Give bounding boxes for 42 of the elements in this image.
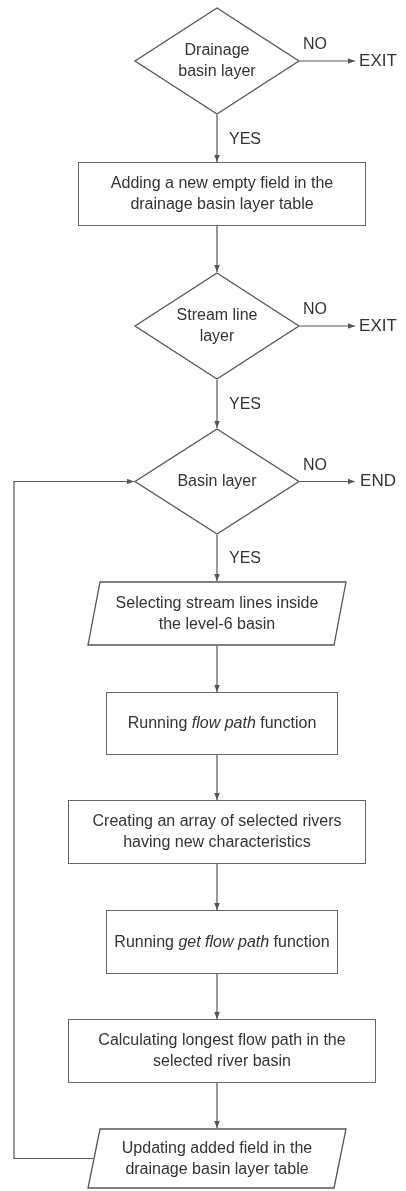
- node-label: Running get flow path function: [113, 931, 331, 952]
- node-label: Updating added field in the drainage basin layer table: [120, 1137, 314, 1179]
- process-box: [68, 1019, 376, 1083]
- arrow: [214, 754, 220, 801]
- edge-label: YES: [229, 396, 261, 412]
- arrow: [214, 973, 220, 1020]
- node-label: Creating an array of selected rivers having new characteristics: [91, 811, 343, 852]
- node-label: Basin layer: [176, 471, 258, 492]
- arrow: [214, 225, 220, 273]
- arrow: [299, 323, 356, 329]
- edge-label: NO: [303, 36, 327, 52]
- arrow: [13, 478, 135, 1160]
- arrow: [214, 1082, 220, 1129]
- process-box: [106, 910, 338, 974]
- node-label: Calculating longest flow path in the selected river basin: [97, 1030, 347, 1071]
- process-box: [106, 692, 338, 755]
- terminal-text: EXIT: [358, 314, 398, 337]
- node-label: Stream line layer: [175, 305, 259, 346]
- arrow: [214, 645, 220, 693]
- data-parallelogram: [87, 581, 347, 646]
- arrow: [299, 58, 356, 64]
- arrow: [214, 379, 220, 429]
- data-parallelogram: [87, 1128, 347, 1189]
- edge-label: YES: [229, 550, 261, 566]
- arrow: [214, 534, 220, 582]
- node-label: Selecting stream lines inside the level-6 basin: [114, 592, 320, 634]
- arrow: [214, 114, 220, 163]
- arrow: [214, 863, 220, 911]
- decision-diamond: [134, 7, 300, 115]
- edge-label: NO: [303, 456, 327, 473]
- process-box: [78, 162, 366, 226]
- arrow: [299, 478, 356, 485]
- decision-diamond: [134, 272, 300, 380]
- terminal-text: END: [359, 469, 397, 492]
- process-box: [68, 800, 366, 864]
- edge-label: YES: [229, 130, 261, 147]
- terminal-text: EXIT: [358, 49, 398, 72]
- edge-label: NO: [303, 301, 327, 317]
- node-label: Adding a new empty field in the drainage basin layer table: [109, 173, 335, 214]
- node-label: Drainage basin layer: [177, 40, 257, 81]
- node-label: Running flow path function: [126, 713, 318, 734]
- decision-diamond: [134, 428, 300, 535]
